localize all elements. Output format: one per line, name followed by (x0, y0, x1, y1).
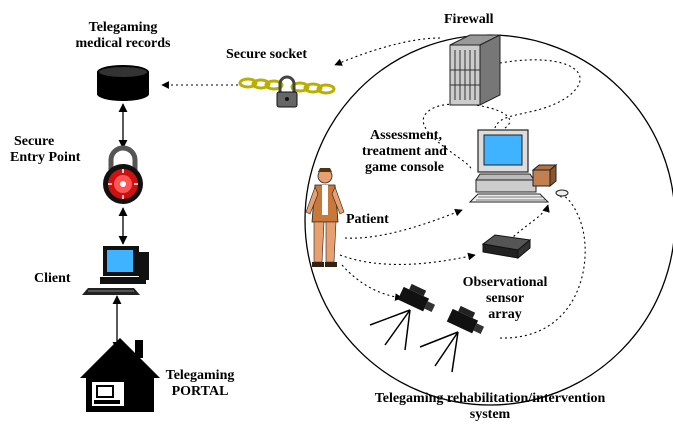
padlock-icon (103, 145, 143, 204)
console-computer-icon (468, 129, 569, 203)
camera-icon (419, 305, 485, 373)
sensor-label: Observational sensor array (450, 275, 560, 323)
patient-to-camera-link (341, 264, 403, 301)
portal-label: Telegaming PORTAL (150, 368, 250, 400)
records-label-line1: Telegaming (88, 20, 158, 35)
computer-icon (82, 246, 149, 295)
portal-label-line2: PORTAL (171, 384, 229, 399)
firewall-loop-link (489, 59, 581, 129)
patient-label: Patient (346, 212, 389, 227)
sensor-label-line2: sensor (485, 291, 525, 306)
camera-icon (369, 283, 436, 351)
secure-entry-label-line2: Entry Point (10, 150, 81, 165)
client-label: Client (34, 271, 71, 286)
system-label-line1: Telegaming rehabilitation/intervention (374, 391, 606, 406)
console-label-line3: game console (365, 160, 444, 175)
system-label-line2: system (469, 407, 511, 422)
sensor-to-console-link (509, 204, 550, 241)
console-label-line2: treatment and (362, 144, 447, 159)
console-label-line1: Assessment, (370, 128, 442, 143)
house-icon (80, 338, 160, 412)
firewall-label: Firewall (444, 12, 494, 27)
chain-lock-icon (238, 75, 336, 108)
records-label: Telegaming medical records (38, 20, 208, 52)
patient-to-sensor-link (339, 252, 476, 265)
secure-entry-label: Secure Entry Point (10, 134, 80, 166)
firewall-to-socket-link (334, 37, 441, 66)
portal-label-line1: Telegaming (165, 368, 235, 383)
console-label: Assessment, treatment and game console (362, 128, 447, 176)
patient-figure-icon (305, 168, 345, 267)
system-label: Telegaming rehabilitation/intervention s… (330, 391, 650, 423)
secure-socket-label: Secure socket (226, 47, 307, 62)
sensor-label-line1: Observational (462, 275, 548, 290)
firewall-server-icon (449, 34, 501, 106)
console-to-firewall-link (422, 103, 511, 171)
database-icon (97, 65, 149, 101)
sensor-box-icon (481, 234, 532, 260)
camera-to-console-link (499, 190, 586, 339)
secure-entry-label-line1: Secure (14, 134, 55, 149)
records-label-line2: medical records (75, 36, 171, 51)
sensor-label-line3: array (488, 307, 522, 322)
